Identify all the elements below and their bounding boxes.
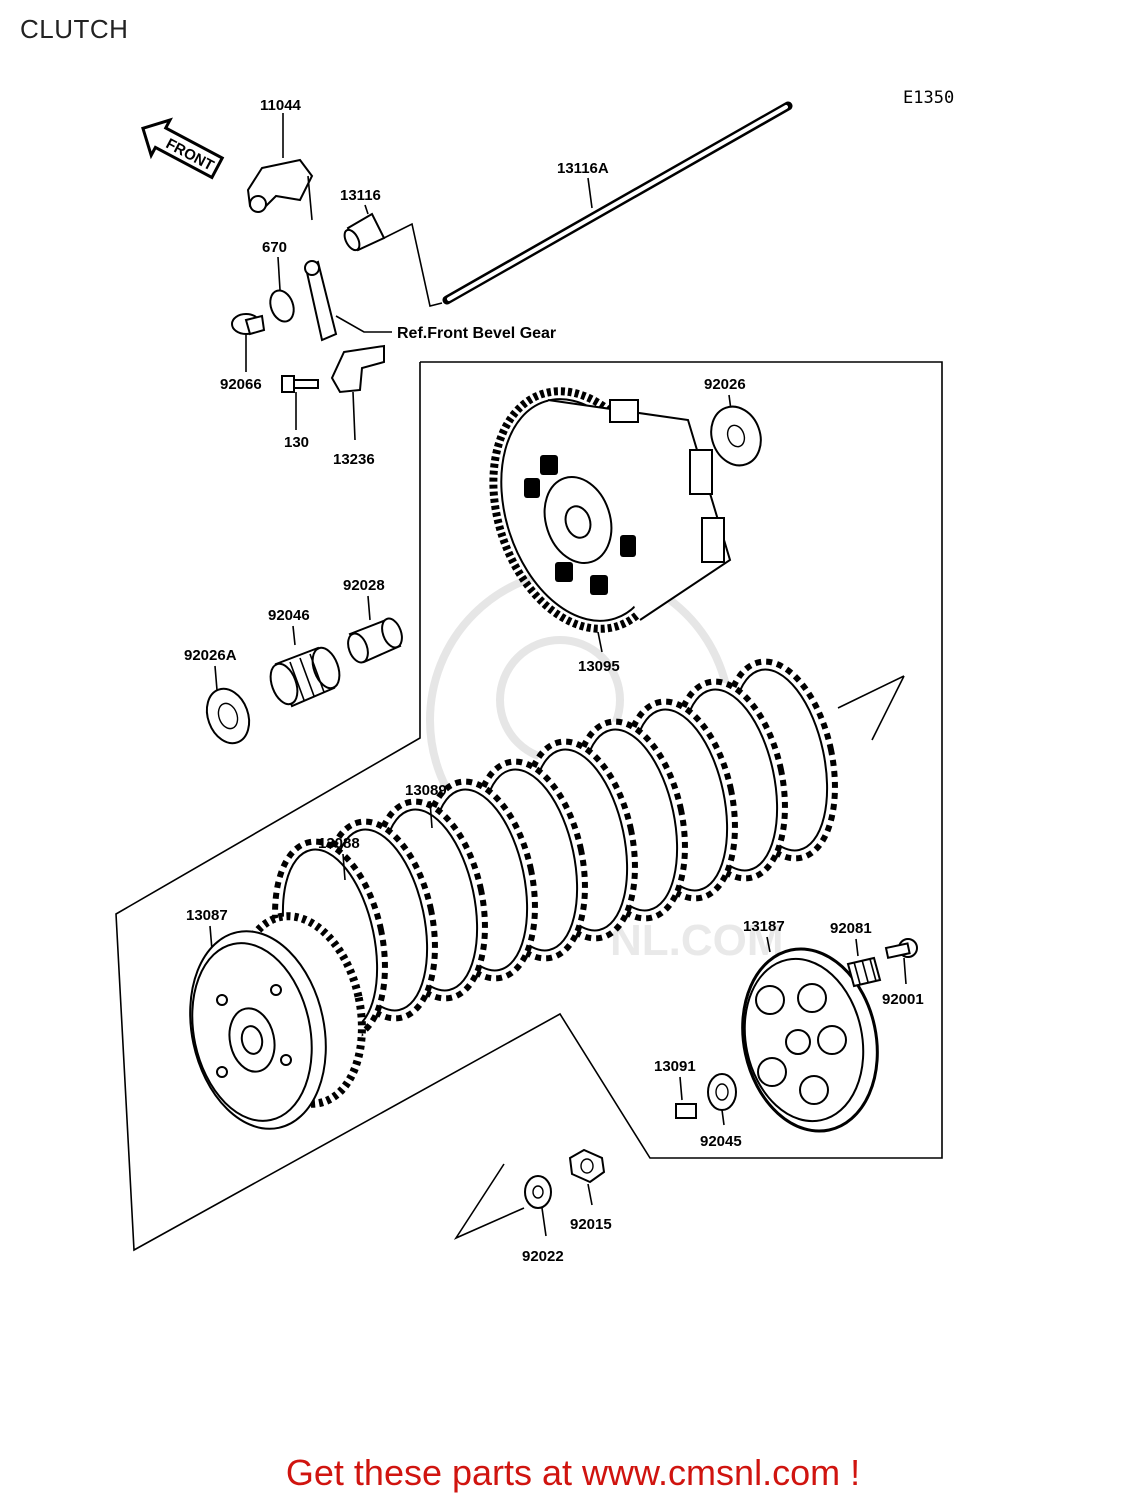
nut-washer-part — [524, 1175, 552, 1209]
release-lever-part — [330, 344, 385, 394]
bolt-part — [281, 375, 319, 393]
thrust-washer-part — [205, 687, 251, 745]
front-arrow-icon: FRONT — [141, 117, 225, 180]
clutch-exploded-diagram: NL.COM E1350 FRONT 11044 13116 13116A 67… — [115, 88, 954, 1265]
part-130-label: 130 — [284, 434, 309, 451]
part-13187-label: 13187 — [743, 918, 785, 935]
part-670-label: 670 — [262, 239, 287, 256]
part-13089-label: 13089 — [405, 782, 447, 799]
plug-part — [231, 313, 266, 336]
part-92015-label: 92015 — [570, 1216, 612, 1233]
pushrod-end-part — [675, 1103, 697, 1119]
part-92045-label: 92045 — [700, 1133, 742, 1150]
part-92001-label: 92001 — [882, 991, 924, 1008]
page-title: CLUTCH — [20, 14, 129, 44]
part-92026a-label: 92026A — [184, 647, 237, 664]
assembly-outline — [115, 361, 943, 1252]
release-bearing-part — [707, 1073, 737, 1111]
pressure-plate-part — [741, 947, 879, 1133]
part-92066-label: 92066 — [220, 376, 262, 393]
bushing-part — [343, 212, 386, 252]
part-13087-label: 13087 — [186, 907, 228, 924]
release-shaft-part — [304, 260, 338, 342]
reference-note: Ref.Front Bevel Gear — [397, 325, 556, 342]
diagram-code: E1350 — [903, 88, 954, 108]
part-13116a-label: 13116A — [557, 160, 609, 177]
clutch-hub-part — [189, 912, 366, 1130]
part-13236-label: 13236 — [333, 451, 375, 468]
part-11044-label: 11044 — [260, 97, 302, 114]
bracket-part — [246, 158, 314, 221]
push-rod-part — [442, 101, 793, 305]
part-92026-label: 92026 — [704, 376, 746, 393]
part-13091-label: 13091 — [654, 1058, 696, 1075]
needle-bearing-part — [269, 646, 341, 708]
part-92081-label: 92081 — [830, 920, 872, 937]
sleeve-part — [347, 617, 403, 664]
o-ring-part — [269, 289, 295, 323]
clutch-spring-part — [846, 956, 882, 988]
part-92028-label: 92028 — [343, 577, 385, 594]
part-13088-label: 13088 — [318, 835, 360, 852]
part-92046-label: 92046 — [268, 607, 310, 624]
footer-link[interactable]: Get these parts at www.cmsnl.com ! — [285, 1452, 861, 1493]
part-13095-label: 13095 — [578, 658, 620, 675]
part-92022-label: 92022 — [522, 1248, 564, 1265]
watermark-text: NL.COM — [610, 916, 784, 965]
clutch-housing-part — [489, 387, 732, 633]
lock-nut-part — [568, 1148, 606, 1184]
spring-bolt-part — [884, 938, 918, 959]
part-13116-label: 13116 — [340, 187, 381, 204]
washer-part — [710, 405, 762, 467]
